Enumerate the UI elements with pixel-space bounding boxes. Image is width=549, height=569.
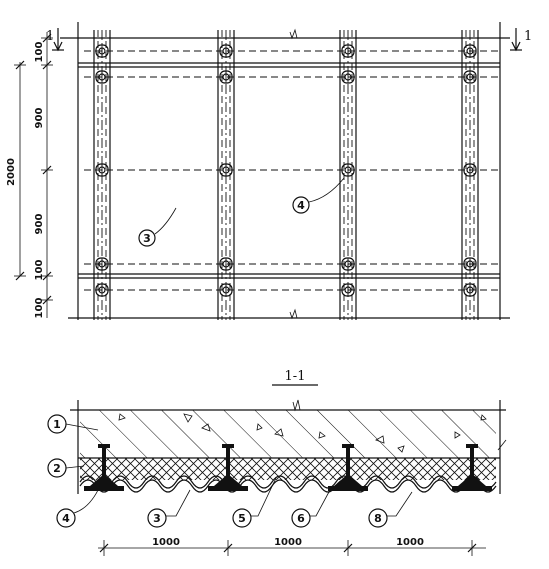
concrete-layer — [80, 410, 496, 458]
fastener — [463, 257, 477, 271]
fastener — [463, 44, 477, 58]
svg-text:4: 4 — [62, 512, 70, 525]
svg-text:3: 3 — [143, 232, 151, 245]
section-title: 1-1 — [285, 369, 306, 384]
break-mark-top — [289, 28, 298, 40]
svg-text:5: 5 — [238, 512, 246, 525]
svg-text:3: 3 — [153, 512, 161, 525]
fastener — [341, 163, 355, 177]
section-view: 1-1 — [47, 369, 507, 556]
dim-bottom-1: 1000 — [152, 537, 180, 548]
dim-left-2: 900 — [34, 108, 45, 129]
fastener — [219, 257, 233, 271]
insulation-layer — [80, 458, 496, 480]
fastener — [219, 70, 233, 84]
break-mark-section — [292, 399, 301, 412]
fastener — [341, 70, 355, 84]
callout-8: 8 — [368, 491, 413, 528]
stud — [208, 444, 248, 491]
break-mark-bottom — [289, 308, 298, 320]
fastener — [341, 283, 355, 297]
fastener — [219, 163, 233, 177]
svg-text:8: 8 — [374, 512, 382, 525]
fastener — [219, 283, 233, 297]
section-mark-right-label: 1 — [524, 29, 532, 44]
fastener — [95, 44, 109, 58]
callout-5: 5 — [232, 477, 277, 528]
fastener — [95, 70, 109, 84]
fastener — [463, 70, 477, 84]
fastener — [95, 163, 109, 177]
fastener — [95, 283, 109, 297]
dim-bottom-3: 1000 — [396, 537, 424, 548]
stud — [452, 444, 492, 491]
stud — [328, 444, 368, 491]
profiled-deck — [79, 475, 497, 489]
callout-2: 2 — [47, 458, 85, 478]
dim-total: 2000 — [6, 158, 17, 186]
callout-3-plan: 3 — [138, 207, 177, 247]
svg-text:4: 4 — [297, 199, 305, 212]
fastener — [341, 257, 355, 271]
dim-left-5: 100 — [34, 298, 45, 319]
stud — [84, 444, 124, 491]
fastener — [95, 257, 109, 271]
fastener — [463, 163, 477, 177]
dim-bottom-2: 1000 — [274, 537, 302, 548]
section-mark-right: 1 — [510, 28, 532, 52]
fastener — [219, 44, 233, 58]
callout-4-section: 4 — [56, 485, 101, 528]
fastener-group — [95, 44, 477, 297]
svg-text:6: 6 — [297, 512, 305, 525]
section-mark-left-label: 1 — [46, 29, 54, 44]
plan-view: 1 1 100 900 900 100 100 200 — [6, 22, 532, 320]
section-mark-left: 1 — [46, 28, 64, 52]
dim-left-4: 100 — [34, 260, 45, 281]
svg-text:1: 1 — [53, 418, 61, 431]
aggregate-marks — [118, 413, 487, 453]
dimension-chain-left: 100 900 900 100 100 2000 — [6, 32, 53, 318]
callout-3-section: 3 — [147, 489, 191, 528]
fastener — [463, 283, 477, 297]
break-mark-section-right — [497, 439, 507, 451]
callout-4-plan: 4 — [292, 177, 345, 214]
dimension-chain-bottom: 1000 1000 1000 — [98, 537, 486, 556]
stud-connectors — [84, 444, 492, 491]
fastener — [341, 44, 355, 58]
callout-6: 6 — [291, 489, 331, 528]
dim-left-1: 100 — [34, 42, 45, 63]
callout-1: 1 — [47, 414, 99, 434]
svg-text:2: 2 — [53, 462, 61, 475]
dim-left-3: 900 — [34, 214, 45, 235]
